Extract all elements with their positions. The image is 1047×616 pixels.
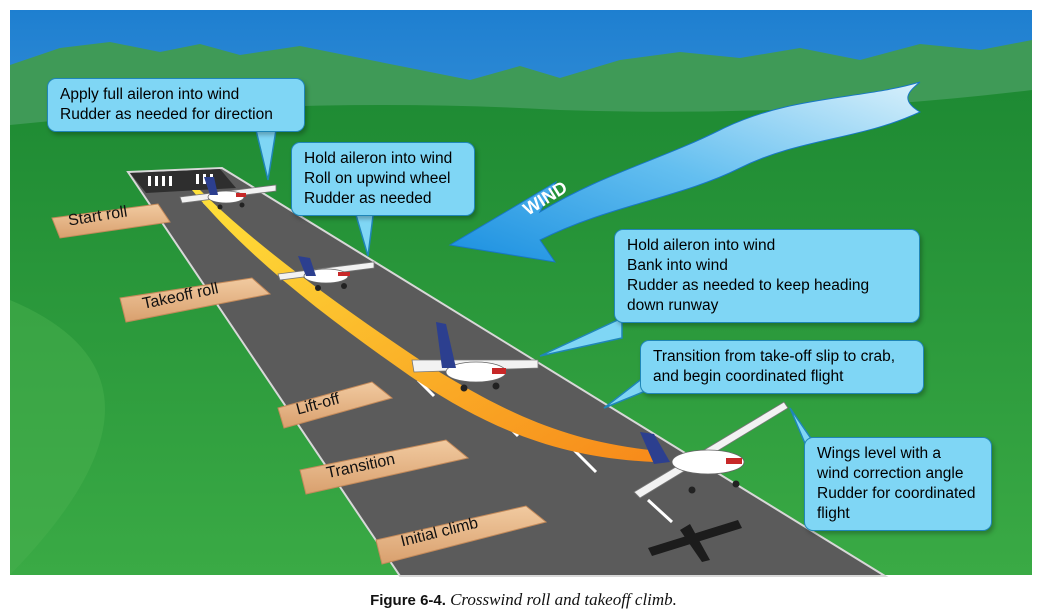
callout-line: and begin coordinated flight (653, 368, 844, 385)
callout-line: Bank into wind (627, 257, 728, 274)
callout-line: Rudder as needed to keep heading (627, 277, 870, 294)
airplane-start-roll (179, 177, 277, 210)
callout-line: wind correction angle (817, 465, 964, 482)
callout-line: Apply full aileron into wind (60, 86, 240, 103)
callout-line: Wings level with a (817, 445, 942, 462)
callout-lift-off: Hold aileron into wind Bank into wind Ru… (614, 229, 920, 323)
stage-tags (51, 203, 548, 565)
callout-line: down runway (627, 297, 719, 314)
callout-line: Rudder as needed (304, 190, 432, 207)
callout-line: Rudder for coordinated (817, 485, 976, 502)
figure-caption-text: Crosswind roll and takeoff climb. (450, 590, 677, 609)
stage-tag-transition (299, 439, 470, 495)
callout-line: Hold aileron into wind (627, 237, 776, 254)
airplane-initial-climb (633, 401, 789, 499)
figure-number: Figure 6-4. (370, 592, 446, 609)
callout-start-roll: Apply full aileron into wind Rudder as n… (47, 78, 305, 132)
callout-transition: Transition from take-off slip to crab, a… (640, 340, 924, 394)
callout-line: Roll on upwind wheel (304, 170, 451, 187)
wind-arrow (448, 81, 922, 263)
callout-line: Hold aileron into wind (304, 150, 453, 167)
callout-line: Rudder as needed for direction (60, 106, 273, 123)
stage-tag-lift-off (277, 381, 394, 429)
figure-caption: Figure 6-4. Crosswind roll and takeoff c… (0, 590, 1047, 610)
callout-initial-climb: Wings level with a wind correction angle… (804, 437, 992, 531)
airplane-shadow (648, 520, 742, 562)
callout-takeoff-roll: Hold aileron into wind Roll on upwind wh… (291, 142, 475, 216)
callout-line: Transition from take-off slip to crab, (653, 348, 896, 365)
airplane-takeoff-roll (277, 256, 375, 291)
stage-tag-start-roll (51, 203, 171, 239)
callout-line: flight (817, 505, 850, 522)
airplane-lift-off (411, 322, 539, 392)
stage-tag-initial-climb (375, 505, 548, 565)
grass-field-lower (10, 300, 105, 575)
stage-tag-takeoff-roll (119, 277, 272, 323)
